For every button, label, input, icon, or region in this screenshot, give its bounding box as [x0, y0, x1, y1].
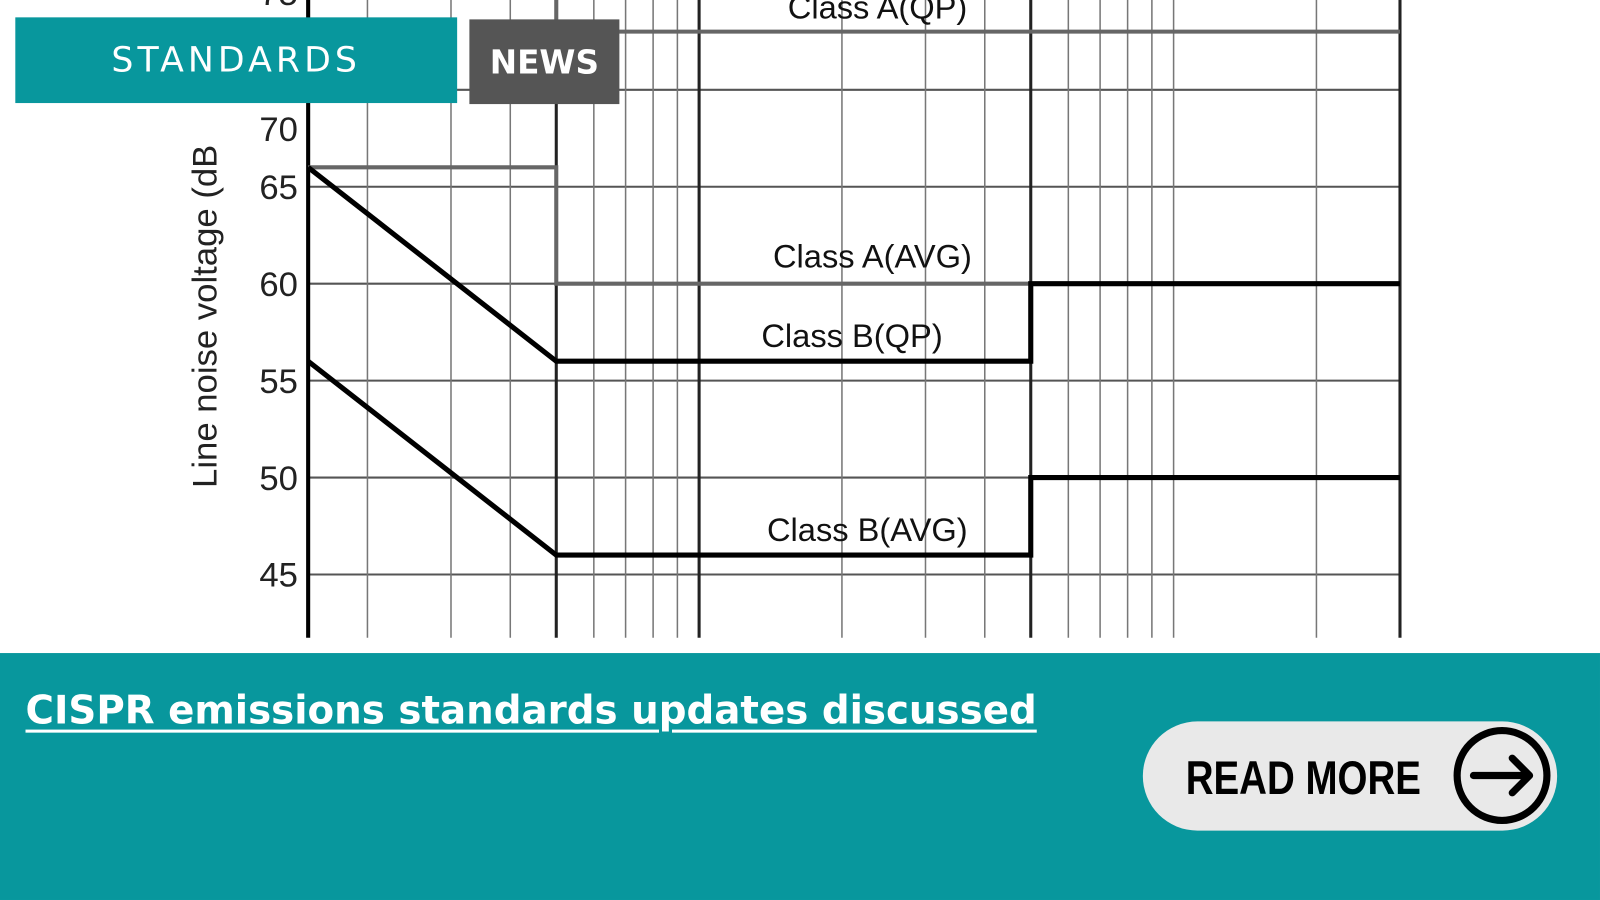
y-tick-label: 70 — [259, 111, 298, 149]
series-label: Class A(QP) — [788, 0, 968, 25]
read-more-button[interactable]: READ MORE — [1142, 721, 1558, 831]
y-tick-label: 50 — [259, 460, 298, 498]
y-tick-label: 60 — [259, 266, 298, 304]
y-tick-label: 75 — [259, 0, 298, 13]
news-tag: NEWS — [469, 19, 620, 105]
series-line-class-a-qp- — [554, 0, 1400, 34]
series-label: Class B(QP) — [761, 317, 942, 354]
series-line-class-b-avg- — [306, 359, 1400, 558]
series-line-class-a-avg- — [308, 165, 1400, 286]
y-tick-label: 65 — [259, 169, 298, 207]
category-tag: STANDARDS — [15, 17, 458, 104]
arrow-right-circle-icon — [1453, 727, 1551, 824]
series-line-class-b-qp- — [306, 165, 1400, 364]
headline-link[interactable]: CISPR emissions standards updates discus… — [25, 687, 1037, 733]
category-tag-label: STANDARDS — [111, 39, 362, 81]
news-tag-label: NEWS — [489, 42, 599, 82]
series-label: Class A(AVG) — [773, 237, 972, 274]
y-tick-label: 45 — [259, 557, 298, 595]
y-axis-label: Line noise voltage (dB — [186, 145, 224, 488]
read-more-label: READ MORE — [1185, 751, 1421, 805]
series-label: Class B(AVG) — [767, 511, 968, 548]
y-tick-label: 55 — [259, 363, 298, 401]
